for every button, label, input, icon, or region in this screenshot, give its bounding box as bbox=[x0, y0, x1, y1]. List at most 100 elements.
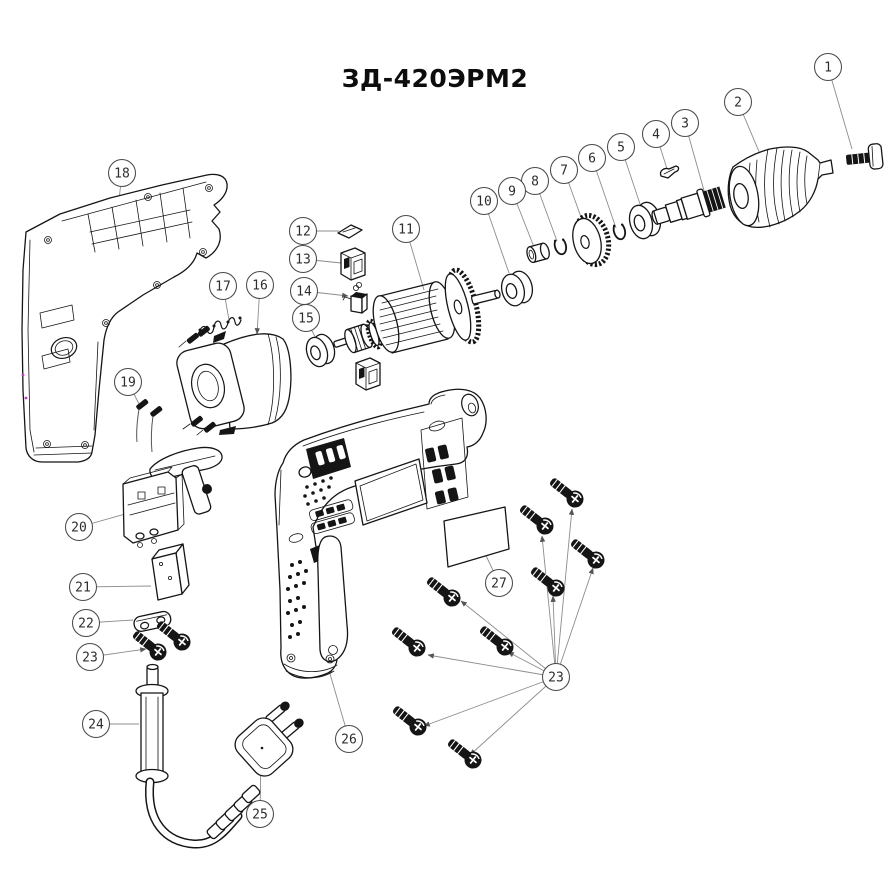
side-window bbox=[354, 458, 428, 526]
carbon-brush bbox=[342, 281, 368, 314]
svg-text:11: 11 bbox=[398, 223, 414, 238]
brush-cap-plate bbox=[337, 224, 363, 239]
callout-20: 20 bbox=[64, 512, 94, 542]
stray-mark bbox=[24, 396, 28, 400]
callout-6: 6 bbox=[577, 143, 607, 173]
callout-21: 21 bbox=[68, 572, 98, 602]
callout-15: 15 bbox=[291, 303, 321, 333]
svg-text:27: 27 bbox=[491, 577, 507, 592]
circlip bbox=[553, 238, 568, 256]
callout-27: 27 bbox=[484, 568, 514, 598]
callout-10: 10 bbox=[469, 186, 499, 216]
screw bbox=[387, 622, 430, 661]
callout-17: 17 bbox=[208, 271, 238, 301]
svg-text:10: 10 bbox=[476, 195, 492, 210]
screw bbox=[566, 534, 609, 573]
callout-25: 25 bbox=[245, 799, 275, 829]
rating-label bbox=[443, 506, 510, 568]
screw-bosses bbox=[43, 184, 213, 449]
svg-text:3: 3 bbox=[681, 117, 689, 132]
callout-26: 26 bbox=[334, 724, 364, 754]
svg-text:6: 6 bbox=[588, 152, 596, 167]
callout-9: 9 bbox=[497, 176, 527, 206]
callout-13: 13 bbox=[288, 244, 318, 274]
callout-16: 16 bbox=[245, 270, 275, 300]
screw bbox=[515, 500, 558, 539]
armature-rotor bbox=[333, 267, 501, 354]
svg-text:23: 23 bbox=[548, 671, 564, 686]
svg-text:16: 16 bbox=[252, 279, 268, 294]
svg-text:9: 9 bbox=[508, 185, 516, 200]
rotor-shaft-tip bbox=[470, 289, 501, 305]
commutator bbox=[344, 323, 373, 354]
drill-chuck bbox=[727, 146, 834, 229]
stray-mark bbox=[21, 373, 25, 377]
svg-text:26: 26 bbox=[341, 733, 357, 748]
drive-gear bbox=[572, 212, 612, 268]
screw bbox=[388, 701, 431, 740]
svg-text:12: 12 bbox=[295, 225, 311, 240]
vent-slots bbox=[309, 499, 355, 535]
callout-3: 3 bbox=[670, 108, 700, 138]
svg-text:14: 14 bbox=[296, 285, 312, 300]
page-title: ЗД-420ЭРМ2 bbox=[342, 64, 529, 93]
callout-18: 18 bbox=[107, 158, 137, 188]
circlip bbox=[612, 223, 627, 241]
grip-dots-shoulder bbox=[303, 476, 333, 506]
svg-text:25: 25 bbox=[252, 808, 268, 823]
strain-relief-ribs bbox=[206, 784, 261, 840]
callout-11: 11 bbox=[391, 214, 421, 244]
callout-22: 22 bbox=[71, 608, 101, 638]
svg-text:13: 13 bbox=[295, 253, 311, 268]
brush-holder bbox=[355, 357, 381, 391]
bearing-rear bbox=[305, 333, 336, 368]
svg-text:5: 5 bbox=[617, 141, 625, 156]
stator bbox=[176, 325, 292, 436]
housing-left-half bbox=[21, 173, 228, 463]
svg-text:24: 24 bbox=[88, 718, 104, 733]
screw bbox=[545, 473, 588, 512]
callout-4: 4 bbox=[641, 119, 671, 149]
power-plug bbox=[234, 701, 304, 777]
svg-text:17: 17 bbox=[215, 280, 231, 295]
callouts: 1 2 3 4 5 6 7 8 9 10 11 12 13 14 15 16 1… bbox=[64, 52, 843, 829]
svg-text:4: 4 bbox=[652, 128, 660, 143]
svg-text:19: 19 bbox=[120, 376, 136, 391]
svg-text:1: 1 bbox=[824, 61, 832, 76]
callout-14: 14 bbox=[289, 276, 319, 306]
lock-washer-key bbox=[659, 165, 680, 179]
callout-12: 12 bbox=[288, 216, 318, 246]
grip-dots-handle bbox=[286, 560, 308, 639]
capacitor bbox=[151, 543, 190, 601]
svg-text:21: 21 bbox=[75, 581, 91, 596]
svg-text:2: 2 bbox=[734, 96, 742, 111]
bearing-front bbox=[500, 270, 534, 307]
screw bbox=[422, 572, 465, 611]
button-panel bbox=[420, 417, 469, 510]
callout-5: 5 bbox=[606, 132, 636, 162]
spindle-shaft bbox=[651, 186, 726, 225]
brush-holder bbox=[340, 247, 366, 281]
svg-text:8: 8 bbox=[531, 175, 539, 190]
bushing-sleeve bbox=[526, 242, 550, 264]
callout-24: 24 bbox=[81, 709, 111, 739]
svg-text:15: 15 bbox=[298, 312, 314, 327]
callout-7: 7 bbox=[549, 155, 579, 185]
callout-2: 2 bbox=[723, 87, 753, 117]
chuck-screw bbox=[845, 143, 884, 170]
screw bbox=[443, 734, 486, 773]
callout-1: 1 bbox=[813, 52, 843, 82]
trigger bbox=[317, 535, 349, 663]
cord-guard-and-cable bbox=[135, 663, 261, 849]
terminal-pins bbox=[136, 399, 163, 453]
svg-text:20: 20 bbox=[71, 521, 87, 536]
switch-buttons bbox=[425, 444, 459, 505]
svg-text:7: 7 bbox=[560, 164, 568, 179]
svg-text:22: 22 bbox=[78, 617, 94, 632]
callout-19: 19 bbox=[113, 367, 143, 397]
trigger-switch bbox=[122, 446, 223, 548]
svg-text:18: 18 bbox=[114, 167, 130, 182]
housing-right-half bbox=[274, 388, 487, 679]
